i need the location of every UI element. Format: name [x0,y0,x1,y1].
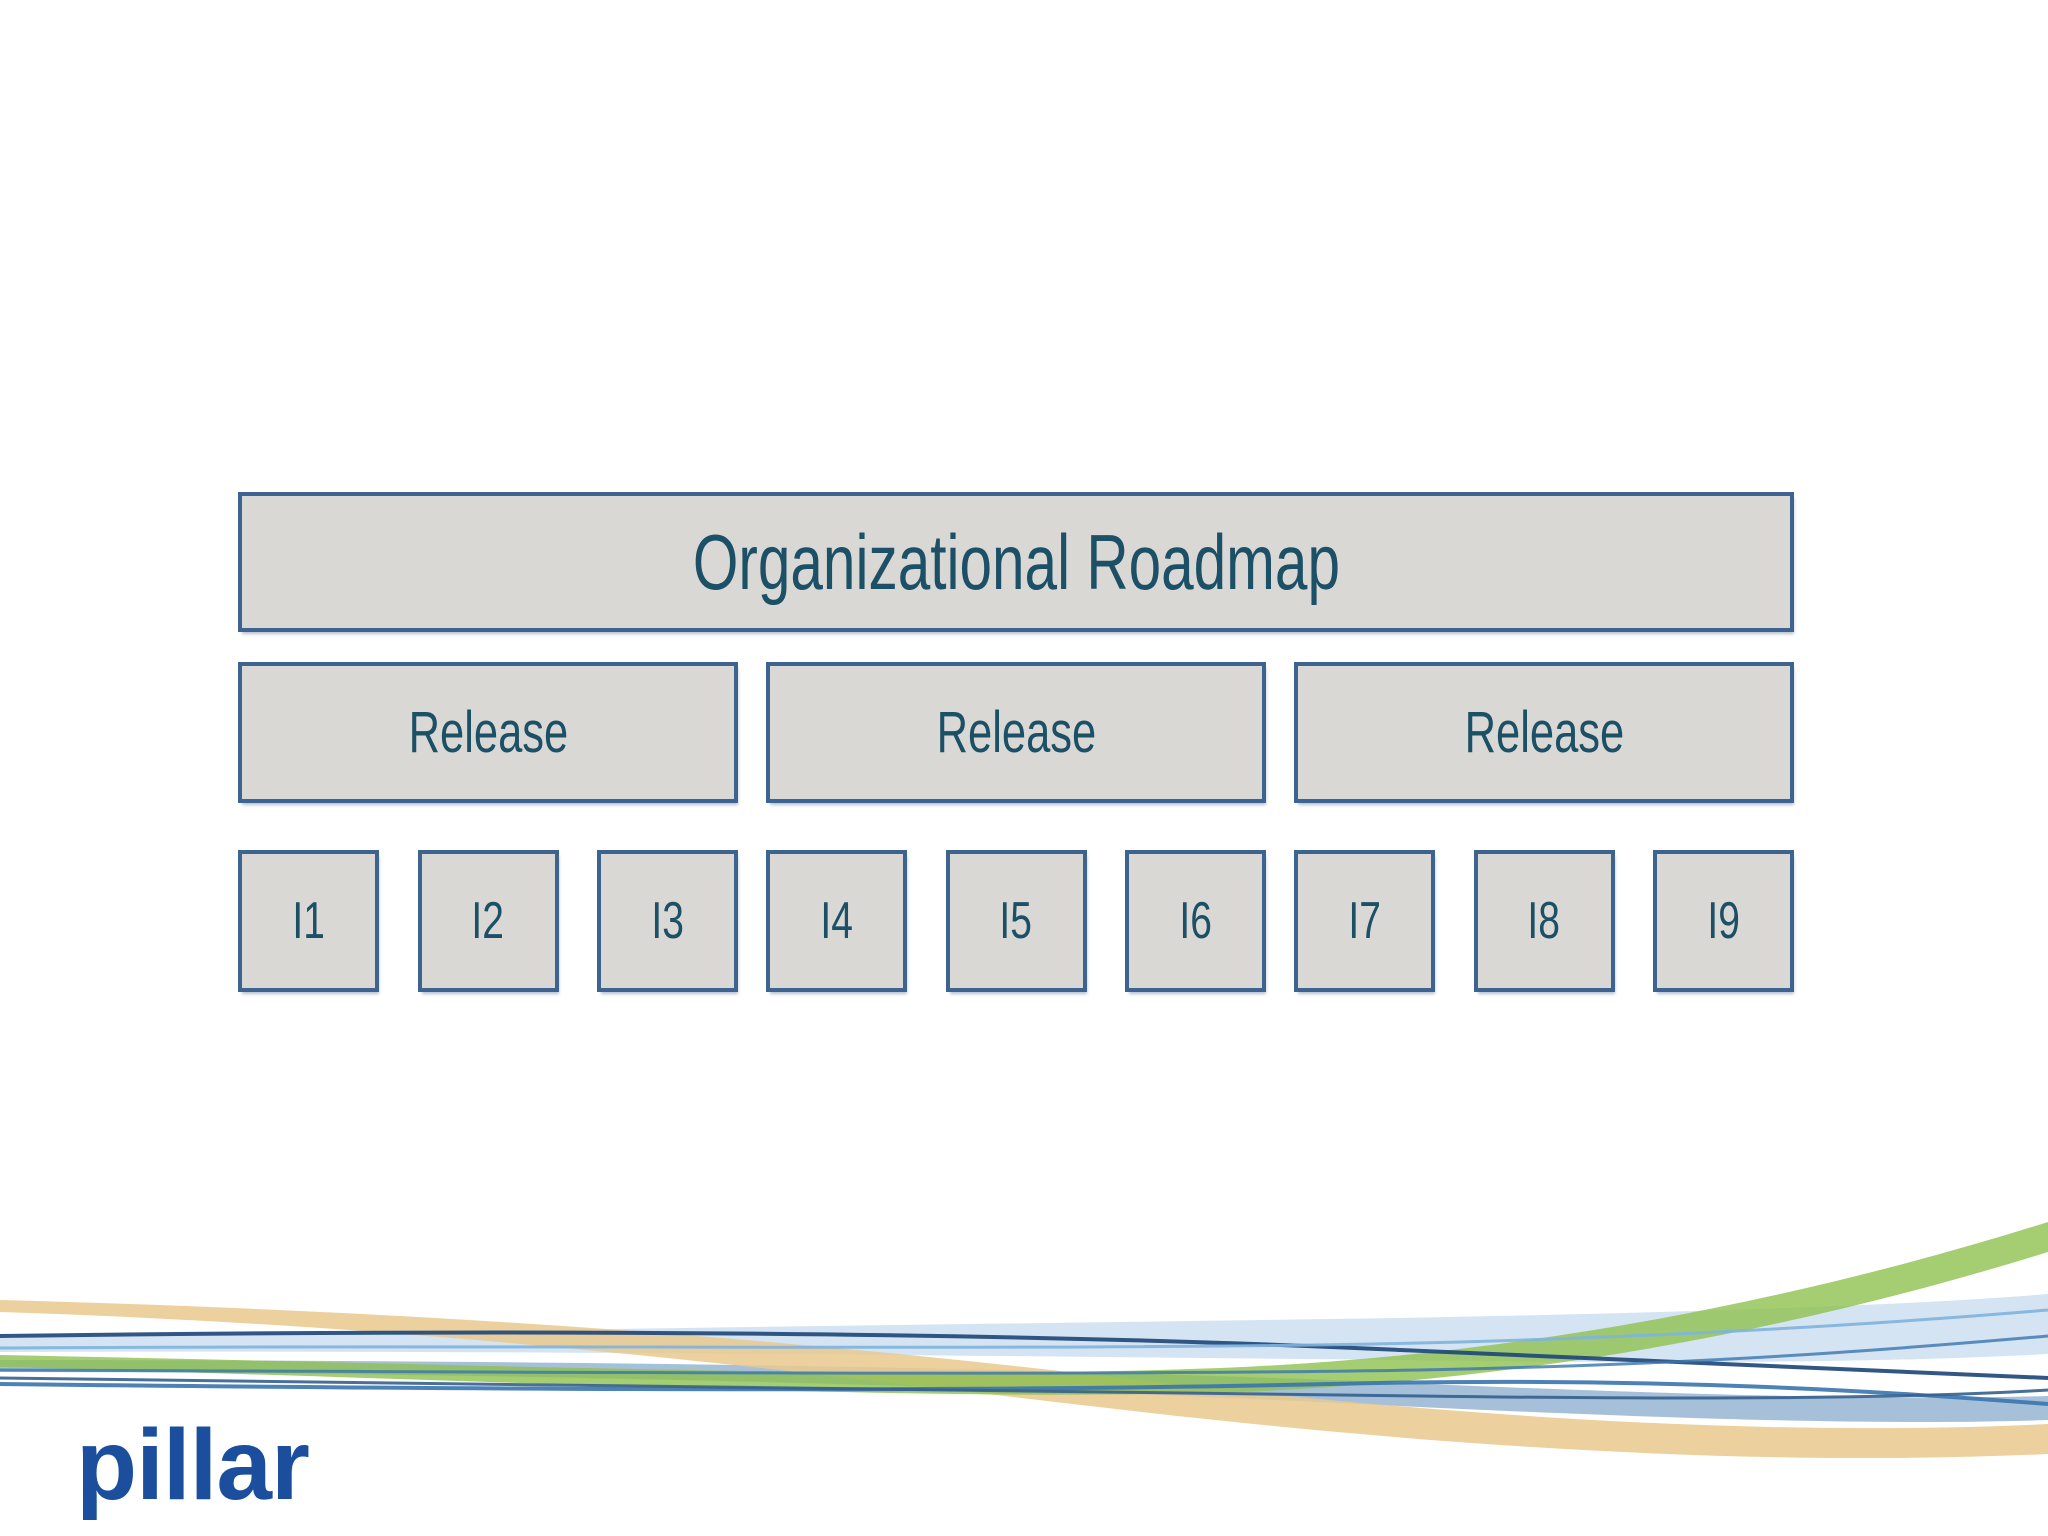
iteration-group-3: I7 I8 I9 [1294,850,1794,992]
release-box-1: Release [238,662,738,803]
swoosh-navy-line [0,1330,2048,1380]
release-row: Release Release Release [238,662,1794,803]
iteration-i5-label: I5 [999,892,1033,950]
release-2-label: Release [936,699,1096,765]
iteration-box-i3: I3 [597,850,738,992]
iteration-i4-label: I4 [820,892,853,950]
iteration-row: I1 I2 I3 I4 I5 I6 [238,850,1794,992]
iteration-group-1: I1 I2 I3 [238,850,738,992]
roadmap-diagram: Organizational Roadmap Release Release R… [238,492,1794,992]
swoosh-light-blue-line [0,1308,2048,1350]
swoosh-navy-line-2 [0,1376,2048,1400]
iteration-i6-label: I6 [1179,892,1212,950]
iteration-group-2: I4 I5 I6 [766,850,1266,992]
iteration-i8-label: I8 [1527,892,1561,950]
release-1-label: Release [408,699,568,765]
iteration-i1-label: I1 [292,892,325,950]
iteration-box-i6: I6 [1125,850,1266,992]
iteration-i2-label: I2 [471,892,505,950]
iteration-box-i1: I1 [238,850,379,992]
release-box-2: Release [766,662,1266,803]
organizational-roadmap-label: Organizational Roadmap [692,518,1340,606]
iteration-box-i4: I4 [766,850,907,992]
iteration-box-i5: I5 [945,850,1087,992]
iteration-box-i7: I7 [1294,850,1435,992]
pillar-logo: pillar [76,1409,310,1521]
iteration-i7-label: I7 [1348,892,1381,950]
iteration-box-i8: I8 [1473,850,1615,992]
swoosh-green-ribbon [0,1222,2048,1395]
organizational-roadmap-box: Organizational Roadmap [238,492,1794,632]
release-box-3: Release [1294,662,1794,803]
swoosh-pale-blue-ribbon [0,1294,2048,1362]
iteration-i3-label: I3 [651,892,684,950]
iteration-box-i2: I2 [417,850,559,992]
swoosh-steel-line [0,1379,2048,1406]
iteration-i9-label: I9 [1707,892,1740,950]
release-3-label: Release [1464,699,1624,765]
swoosh-steel-line-2 [0,1334,2048,1375]
iteration-box-i9: I9 [1653,850,1794,992]
